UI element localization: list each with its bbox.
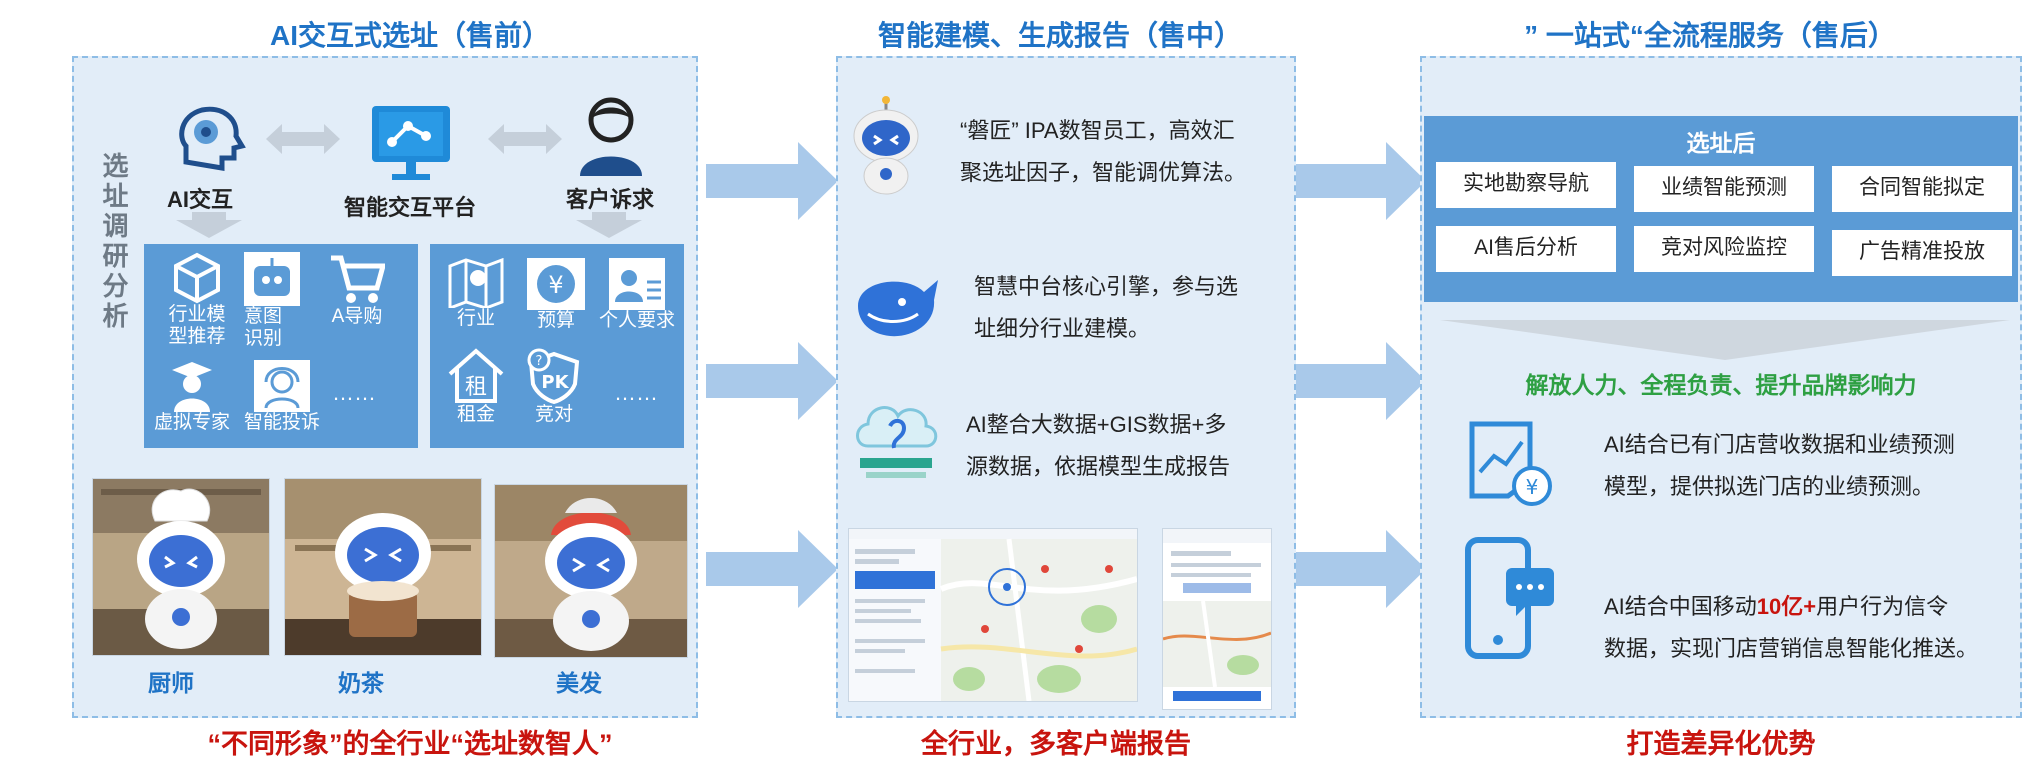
col3-slogan: 解放人力、全程负责、提升品牌影响力 bbox=[1525, 372, 1917, 398]
industry-item: 行业 bbox=[444, 258, 508, 330]
robot-face-icon bbox=[244, 252, 300, 306]
hairdresser-label: 美发 bbox=[556, 670, 602, 696]
headset-agent-icon bbox=[254, 360, 310, 412]
site-survey-pill[interactable]: 实地勘察导航 bbox=[1436, 162, 1616, 208]
platform-label: 智能交互平台 bbox=[343, 195, 476, 220]
col3-item2-text: AI结合中国移动10亿+用户行为信令 数据，实现门店营销信息智能化推送。 bbox=[1604, 594, 1979, 661]
col2-item2-text: 智慧中台核心引擎，参与选 址细分行业建模。 bbox=[974, 274, 1239, 341]
personal-requirement-item: 个人要求 bbox=[596, 258, 678, 332]
post-selection-title: 选址后 bbox=[1686, 130, 1756, 156]
cube-icon bbox=[174, 252, 220, 304]
svg-text:租: 租 bbox=[465, 375, 487, 400]
col2-item3-text: AI整合大数据+GIS数据+多 源数据，依据模型生成报告 bbox=[966, 412, 1231, 479]
down-arrow-icon-2 bbox=[576, 212, 642, 238]
performance-forecast-pill[interactable]: 业绩智能预测 bbox=[1634, 166, 1814, 212]
milktea-label: 奶茶 bbox=[338, 670, 384, 696]
report-mobile-screenshot bbox=[1162, 528, 1272, 710]
rent-item: 租 租金 bbox=[444, 348, 508, 426]
robot-chef-image bbox=[92, 478, 270, 656]
robot-milktea-image bbox=[284, 478, 482, 656]
right-arrow-icon bbox=[706, 142, 838, 225]
ai-interact-label: AI交互 bbox=[166, 187, 233, 212]
col3-footer: 打造差异化优势 bbox=[1626, 729, 1816, 759]
svg-text:¥: ¥ bbox=[1526, 475, 1539, 499]
smart-complaint-item: 智能投诉 bbox=[240, 360, 324, 434]
whale-icon bbox=[852, 266, 942, 342]
ai-shopping-item: A导购 bbox=[322, 252, 392, 328]
more-dots-left: …… bbox=[332, 380, 376, 405]
robot-hairdresser-image bbox=[494, 484, 688, 658]
budget-item: ¥ 预算 bbox=[524, 258, 588, 332]
col2-item1-text: “磐匠” IPA数智员工，高效汇 聚选址因子，智能调优算法。 bbox=[960, 118, 1247, 185]
phone-message-icon bbox=[1464, 536, 1556, 662]
industry-model-item: 行业模型推荐 bbox=[154, 252, 240, 348]
col2-footer: 全行业，多客户端报告 bbox=[921, 729, 1191, 759]
svg-text:PK: PK bbox=[541, 372, 569, 393]
cloud-bigdata-icon bbox=[848, 392, 944, 482]
right-arrow-icon-4 bbox=[1294, 142, 1426, 225]
arrow-left-right-icon-2 bbox=[488, 120, 562, 158]
col1-footer: “不同形象”的全行业“选址数智人” bbox=[207, 729, 613, 759]
ad-targeting-pill[interactable]: 广告精准投放 bbox=[1832, 230, 2012, 276]
col1-side-label: 选址调研分析 bbox=[99, 152, 129, 332]
arrow-left-right-icon bbox=[266, 120, 340, 158]
report-web-screenshot bbox=[848, 528, 1138, 702]
ai-aftersales-pill[interactable]: AI售后分析 bbox=[1436, 226, 1616, 272]
col3-item1-text: AI结合已有门店营收数据和业绩预测 模型，提供拟选门店的业绩预测。 bbox=[1604, 432, 1955, 499]
competitor-item: ?PK 竞对 bbox=[522, 348, 586, 426]
pk-shield-icon: ? PK bbox=[527, 348, 580, 404]
brain-head-icon bbox=[172, 102, 246, 176]
right-arrow-icon-5 bbox=[1294, 342, 1426, 425]
svg-text:¥: ¥ bbox=[548, 271, 563, 299]
map-pin-icon bbox=[448, 258, 504, 308]
competitor-monitor-pill[interactable]: 竞对风险监控 bbox=[1634, 226, 1814, 272]
right-arrow-icon-6 bbox=[1294, 530, 1426, 613]
id-card-icon bbox=[609, 258, 665, 310]
right-arrow-icon-2 bbox=[706, 342, 838, 425]
right-arrow-icon-3 bbox=[706, 530, 838, 613]
contract-draft-pill[interactable]: 合同智能拟定 bbox=[1832, 166, 2012, 212]
robot-icon bbox=[848, 96, 924, 198]
more-dots-right: …… bbox=[614, 380, 658, 405]
revenue-chart-icon: ¥ bbox=[1468, 420, 1556, 508]
customer-demand-label: 客户诉求 bbox=[565, 187, 654, 212]
highlight-number: 10亿+ bbox=[1756, 594, 1817, 619]
svg-text:?: ? bbox=[536, 354, 543, 369]
col3-title: ” 一站式“全流程服务（售后） bbox=[1524, 20, 1896, 51]
intent-recognition-item: 意图识别 bbox=[244, 252, 316, 350]
graduate-icon bbox=[172, 362, 212, 412]
col2-title: 智能建模、生成报告（售中） bbox=[877, 20, 1242, 51]
down-arrow-icon bbox=[176, 212, 242, 238]
person-icon bbox=[576, 96, 646, 176]
funnel-shape bbox=[1440, 320, 2010, 360]
monitor-network-icon bbox=[368, 104, 454, 184]
house-rent-icon: 租 bbox=[448, 348, 504, 403]
chef-label: 厨师 bbox=[148, 670, 194, 696]
cart-icon bbox=[331, 255, 385, 303]
col1-title: AI交互式选址（售前） bbox=[269, 20, 550, 51]
yuan-coin-icon: ¥ bbox=[527, 258, 585, 310]
virtual-expert-item: 虚拟专家 bbox=[150, 360, 234, 434]
